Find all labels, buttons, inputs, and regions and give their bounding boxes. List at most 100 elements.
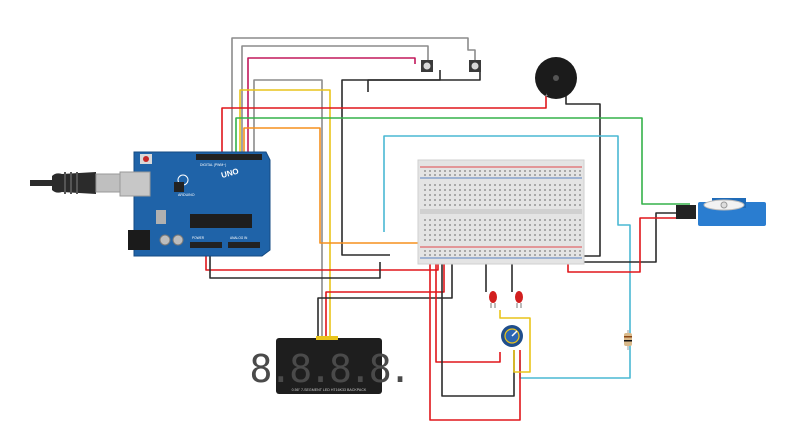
breadboard-hole (444, 250, 446, 252)
breadboard-hole (504, 229, 506, 231)
atmega-chip (190, 214, 252, 228)
breadboard-hole (524, 194, 526, 196)
breadboard-hole (534, 199, 536, 201)
breadboard-hole (494, 174, 496, 176)
breadboard-hole (574, 204, 576, 206)
wire-yellow-display[interactable] (239, 89, 331, 338)
piezo-buzzer[interactable]: + (535, 57, 577, 99)
breadboard-hole (469, 184, 471, 186)
breadboard-hole (459, 204, 461, 206)
wire-red-buzzer[interactable] (221, 92, 547, 152)
breadboard-hole (564, 224, 566, 226)
breadboard-hole (554, 250, 556, 252)
breadboard-hole (554, 219, 556, 221)
breadboard-hole (459, 199, 461, 201)
usb-port (119, 171, 151, 197)
wire-orange[interactable] (243, 127, 432, 244)
breadboard-hole (494, 204, 496, 206)
breadboard-hole (434, 239, 436, 241)
breadboard-hole (444, 184, 446, 186)
red-led-2[interactable] (515, 291, 523, 308)
breadboard-hole (479, 254, 481, 256)
breadboard-hole (494, 199, 496, 201)
breadboard-hole (539, 229, 541, 231)
breadboard-hole (564, 204, 566, 206)
breadboard-hole (574, 170, 576, 172)
breadboard-hole (564, 229, 566, 231)
breadboard-hole (474, 254, 476, 256)
digital-header-label: DIGITAL (PWM~) (200, 163, 226, 167)
breadboard-hole (549, 250, 551, 252)
breadboard-hole (529, 254, 531, 256)
breadboard-hole (484, 184, 486, 186)
breadboard-hole (519, 170, 521, 172)
wire-black-bottom[interactable] (209, 252, 381, 279)
breadboard-hole (539, 234, 541, 236)
arduino-uno-board[interactable]: DIGITAL (PWM~) ARDUINO UNO POWER ANALOG … (119, 151, 271, 257)
seven-segment-display[interactable]: 8.8.8.8. 0.56" 7-SEGMENT LED HT16K33 BAC… (249, 336, 412, 394)
wire-red-servo[interactable] (567, 217, 680, 273)
breadboard-hole (564, 170, 566, 172)
wire-gray-display[interactable] (253, 79, 323, 338)
breadboard-hole (429, 170, 431, 172)
breadboard-hole (529, 204, 531, 206)
resistor[interactable] (624, 330, 632, 350)
breadboard-hole (519, 199, 521, 201)
breadboard-hole (569, 199, 571, 201)
wire-green-servo[interactable] (235, 117, 690, 205)
breadboard-hole (434, 174, 436, 176)
breadboard-hole (444, 234, 446, 236)
micro-servo[interactable] (676, 198, 766, 226)
wire-black-button2[interactable] (367, 72, 481, 92)
wire-red-mid[interactable] (435, 262, 501, 363)
breadboard-hole (574, 234, 576, 236)
wire-black-servo[interactable] (568, 212, 676, 263)
wire-gray-button2[interactable] (231, 37, 476, 152)
breadboard-hole (509, 234, 511, 236)
potentiometer[interactable] (501, 325, 523, 347)
wire-cyan[interactable] (383, 135, 631, 379)
wire-magenta[interactable] (247, 57, 416, 152)
breadboard-hole (499, 194, 501, 196)
breadboard-hole (569, 219, 571, 221)
breadboard-hole (459, 189, 461, 191)
display-pins (316, 336, 338, 340)
breadboard-hole (434, 219, 436, 221)
digital-header (196, 154, 262, 160)
breadboard-hole (549, 239, 551, 241)
breadboard-hole (539, 204, 541, 206)
breadboard-hole (424, 250, 426, 252)
breadboard-hole (479, 204, 481, 206)
breadboard-hole (499, 199, 501, 201)
breadboard-hole (534, 194, 536, 196)
reset-button-cap[interactable] (143, 156, 149, 162)
wire-yellow-pot[interactable] (499, 310, 531, 373)
breadboard-hole (509, 250, 511, 252)
breadboard-hole (504, 250, 506, 252)
push-button-1[interactable] (421, 60, 433, 72)
wire-gray-button1[interactable] (241, 45, 429, 152)
wire-red-display[interactable] (325, 262, 445, 338)
breadboard-hole (559, 254, 561, 256)
wire-red-bottom[interactable] (205, 252, 439, 271)
model-label: UNO (220, 167, 240, 180)
breadboard[interactable] (417, 159, 585, 265)
wire-red-long[interactable] (429, 262, 521, 421)
breadboard-hole (439, 204, 441, 206)
breadboard-hole (519, 174, 521, 176)
wire-black-button[interactable] (341, 70, 441, 256)
breadboard-hole (424, 219, 426, 221)
wire-black-display[interactable] (317, 262, 453, 338)
breadboard-hole (564, 194, 566, 196)
breadboard-hole (434, 229, 436, 231)
red-led-1[interactable] (489, 291, 497, 308)
breadboard-hole (539, 184, 541, 186)
breadboard-hole (544, 239, 546, 241)
breadboard-hole (479, 229, 481, 231)
breadboard-hole (444, 189, 446, 191)
push-button-2[interactable] (469, 60, 481, 72)
breadboard-hole (449, 194, 451, 196)
wire-black-mid[interactable] (441, 262, 515, 397)
breadboard-hole (464, 219, 466, 221)
breadboard-hole (449, 229, 451, 231)
